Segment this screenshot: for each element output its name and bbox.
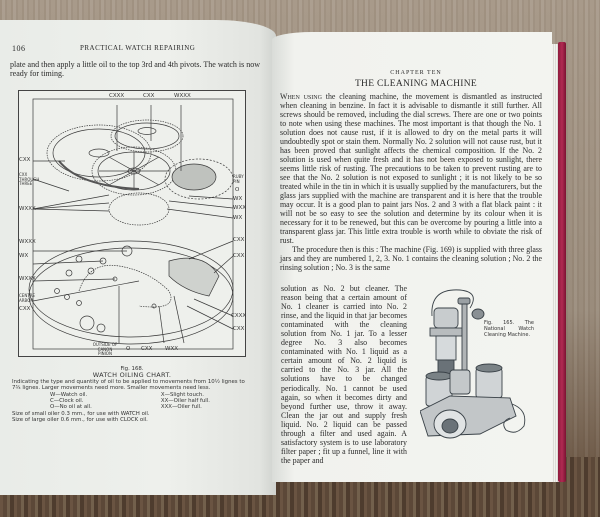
label-right-wx-2: WX [233,215,243,221]
label-right-wx: WX [233,196,243,202]
figure-title: WATCH OILING CHART. [92,371,172,380]
cleaning-machine-caption: Fig. 165. The National Watch Cleaning Ma… [484,320,534,338]
legend-no-oil: O—No oil at all. [50,404,92,411]
label-right-o: O [235,187,240,193]
oil-legend: W—Watch oil. C—Clock oil. O—No oil at al… [12,392,252,411]
para1-lead: When using [280,92,322,101]
chapter-label: CHAPTER TEN [390,70,442,76]
label-lower-wx: WX [19,253,29,259]
label-centre-arbor: CENTRE ARBOR [19,293,36,303]
label-lower-cxx: CXX [19,306,31,312]
label-left-wxxx: WXXX [19,206,36,212]
book-cover-edge [558,42,566,482]
paragraph-1: the cleaning machine, the movement is di… [280,92,542,245]
legend-clock-oil: C—Clock oil. [50,398,84,405]
legend-oil-types: W—Watch oil. C—Clock oil. O—No oil at al… [50,392,92,411]
label-lower-wxxx-2: WXXX [19,276,36,282]
legend-watch-oil: W—Watch oil. [50,391,88,398]
label-top-cxx: CXX [143,93,155,99]
label-top-wxxx: WXXX [174,93,191,99]
figure-description: Indicating the type and quantity of oil … [12,378,245,392]
label-top-cxxx: CXXX [109,93,125,99]
label-lower-wxxx: WXXX [19,239,36,245]
legend-oil-quantities: X—Slight touch. XX—Oiler half full. XXX—… [161,392,210,411]
label-left-cxx: CXX [19,157,31,163]
figure-number: Fig. 168. [120,366,144,372]
paragraph-2-continued: solution as No. 2 but cleaner. The reaso… [281,284,407,465]
oiling-chart-caption: Fig. 168. WATCH OILING CHART. Indicating… [12,366,252,424]
large-oiler-note: Size of large oiler 0.6 mm., for use wit… [12,417,148,424]
label-canon-pinion: OUTSIDE OF CANON PINION [92,342,118,356]
legend-half-full: XX—Oiler half full. [160,398,210,405]
cleaning-machine-illustration [420,289,526,439]
watch-oiling-chart-figure: CXXX CXX WXXX CXX CXX THROUGH THREE WXXX… [18,90,246,357]
label-lower-right-cxx-2: CXX [233,253,245,259]
chapter-title: THE CLEANING MACHINE [354,79,478,89]
label-bottom-wxx: WXX [165,346,178,352]
page-number: 106 [12,44,26,53]
label-bottom-cxx: CXX [141,346,153,352]
label-bottom-o: O [126,346,131,352]
watch-movement-illustration [28,98,234,350]
chapter-body: When using the cleaning machine, the mov… [280,92,542,272]
label-lower-right-cxx-3: CXX [233,326,245,332]
paragraph-2: The procedure then is this : The machine… [280,245,542,272]
left-lead-text: plate and then apply a little oil to the… [10,60,261,78]
label-ruby-pin: RUBY PIN [233,174,244,184]
label-right-wxx: WXX [233,205,246,211]
running-head-title: PRACTICAL WATCH REPAIRING [80,44,196,52]
label-lower-right-cxxx: CXXX [231,313,247,319]
label-left-cxx-through-three: CXX THROUGH THREE [19,172,40,186]
label-lower-right-cxx: CXX [233,237,245,243]
small-oiler-note: Size of small oiler 0.3 mm., for use wit… [12,410,150,417]
legend-slight-touch: X—Slight touch. [160,391,204,398]
legend-full: XXX—Oiler full. [160,404,202,411]
